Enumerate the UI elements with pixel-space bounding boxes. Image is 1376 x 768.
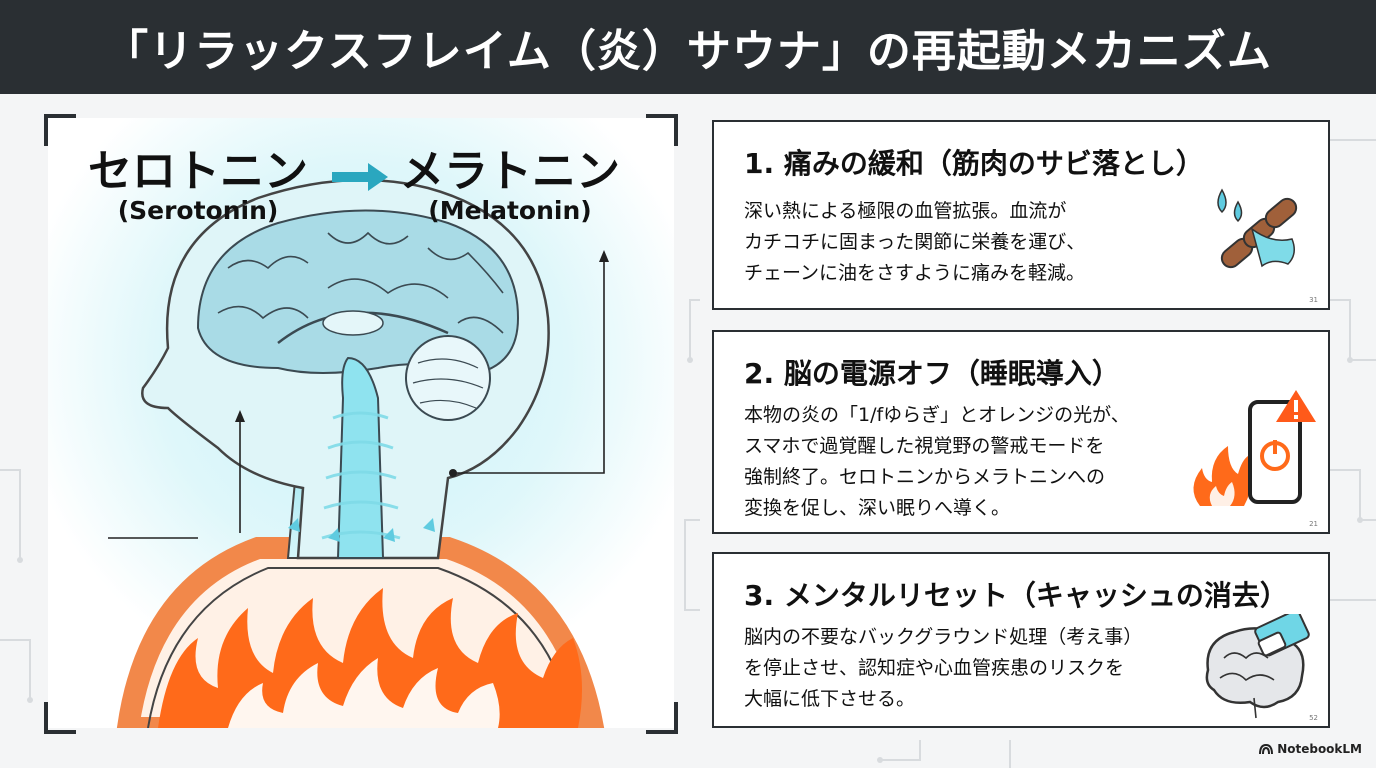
- card-mental-reset: 3. メンタルリセット（キャッシュの消去） 脳内の不要なバックグラウンド処理（考…: [712, 552, 1330, 728]
- frame-corner: [646, 114, 678, 146]
- page-number: 52: [1309, 714, 1318, 722]
- card-title: 3. メンタルリセット（キャッシュの消去）: [744, 579, 1288, 612]
- melatonin-jp: メラトニン: [400, 146, 620, 197]
- page-number: 21: [1309, 520, 1318, 528]
- frame-corner: [44, 702, 76, 734]
- brain-eraser-icon: [1205, 614, 1310, 719]
- page-title: 「リラックスフレイム（炎）サウナ」の再起動メカニズム: [104, 26, 1272, 77]
- card-body: 深い熱による極限の血管拡張。血流が カチコチに固まった関節に栄養を運び、 チェー…: [744, 200, 1086, 284]
- diagram-panel: セロトニン (Serotonin) メラトニン (Melatonin): [48, 118, 674, 728]
- card-title: 2. 脳の電源オフ（睡眠導入）: [744, 357, 1120, 390]
- card-body: 脳内の不要なバックグラウンド処理（考え事） を停止させ、認知症や心血管疾患のリス…: [744, 626, 1143, 710]
- card-brain-power-off: 2. 脳の電源オフ（睡眠導入） 本物の炎の「1/fゆらぎ」とオレンジの光が、 ス…: [712, 330, 1330, 534]
- melatonin-en: (Melatonin): [428, 196, 592, 225]
- head-brain-illustration: [48, 118, 674, 728]
- brand-badge: NotebookLM: [1259, 742, 1362, 756]
- card-body: 本物の炎の「1/fゆらぎ」とオレンジの光が、 スマホで過覚醒した視覚野の警戒モー…: [744, 404, 1130, 519]
- serotonin-en: (Serotonin): [117, 196, 279, 225]
- card-title: 1. 痛みの緩和（筋肉のサビ落とし）: [744, 147, 1204, 180]
- title-bar: 「リラックスフレイム（炎）サウナ」の再起動メカニズム: [0, 0, 1376, 94]
- serotonin-jp: セロトニン: [88, 146, 308, 197]
- rusty-chain-oil-icon: [1217, 188, 1298, 269]
- frame-corner: [646, 702, 678, 734]
- card-pain-relief: 1. 痛みの緩和（筋肉のサビ落とし） 深い熱による極限の血管拡張。血流が カチコ…: [712, 120, 1330, 310]
- page-number: 31: [1309, 296, 1318, 304]
- notebooklm-logo-icon: [1259, 743, 1274, 755]
- frame-corner: [44, 114, 76, 146]
- melatonin-label: メラトニン (Melatonin): [400, 148, 620, 226]
- brand-name: NotebookLM: [1277, 742, 1362, 756]
- arrow-right-icon: [332, 163, 388, 191]
- serotonin-label: セロトニン (Serotonin): [88, 148, 308, 226]
- phone-power-flame-icon: [1193, 390, 1316, 506]
